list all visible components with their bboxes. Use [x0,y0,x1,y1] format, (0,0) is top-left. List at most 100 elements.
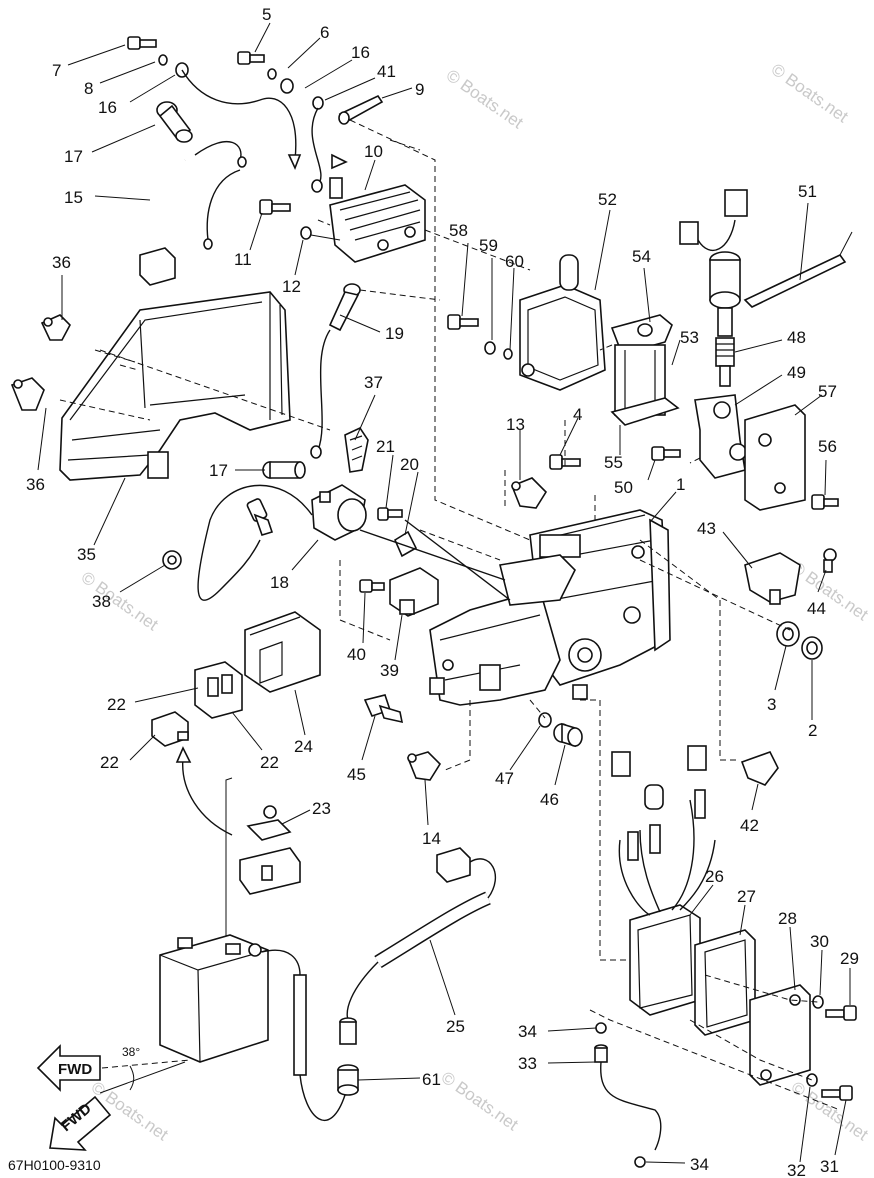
wire-18 [197,484,313,601]
detail-23 [225,777,301,940]
bolt-56 [811,494,839,510]
part-label-53: 53 [680,328,699,347]
cap-15 [139,247,176,286]
watermark: © Boats.net [443,66,527,133]
part-label-45: 45 [347,765,366,784]
part-label-55: 55 [604,453,623,472]
part-label-39: 39 [380,661,399,680]
diagram-code: 67H0100-9310 [8,1157,101,1173]
watermark: © Boats.net [788,1078,872,1145]
part-label-40: 40 [347,645,366,664]
ring [203,238,213,250]
bolt-11 [259,199,291,215]
wire-19 [317,329,331,451]
part-label-61: 61 [422,1070,441,1089]
cable-25-lead [469,858,497,899]
regulator-18 [311,484,367,541]
watermark: © Boats.net [78,568,162,635]
clamp-34-top [595,1022,607,1034]
terminal-ring [311,179,323,193]
cable [359,529,506,581]
part-label-13: 13 [506,415,525,434]
part-label-44: 44 [807,599,826,618]
part-label-52: 52 [598,190,617,209]
angle-arc [129,1065,135,1091]
washer-59 [484,341,496,355]
cap-25 [436,847,471,883]
clip-13 [510,477,548,509]
battery-cable [261,949,301,976]
sleeve [627,831,639,861]
part-label-17: 17 [64,147,83,166]
fwd-arrow-lower: FWD [49,1095,112,1151]
part-label-11: 11 [234,250,252,269]
connector-22 [194,661,243,719]
part-label-46: 46 [540,790,559,809]
part-label-38: 38 [92,592,111,611]
sensor-43 [744,552,801,605]
part-label-24: 24 [294,737,313,756]
clip-20 [393,530,418,558]
ground-wire [181,69,297,161]
part-label-33: 33 [518,1054,537,1073]
coil-cover-52 [519,254,606,391]
part-label-17: 17 [209,461,228,480]
part-label-34: 34 [518,1022,537,1041]
part-label-59: 59 [479,236,498,255]
part-39 [389,567,439,617]
part-label-15: 15 [64,188,83,207]
watermark: © Boats.net [438,1068,522,1135]
part-label-31: 31 [820,1157,839,1176]
part-label-3: 3 [767,695,776,714]
fuse-holder [339,1017,357,1045]
part-label-16: 16 [98,98,117,117]
part-label-30: 30 [810,932,829,951]
part-label-57: 57 [818,382,837,401]
part-label-10: 10 [364,142,383,161]
spark-plug-48 [715,337,735,387]
clip-14 [406,751,442,781]
leader-lines [37,22,851,1164]
part-label-60: 60 [505,252,524,271]
part-label-6: 6 [320,23,329,42]
washer-41 [312,96,324,110]
angle-line [99,1061,186,1094]
tie-tail [839,231,853,256]
sleeve [694,789,706,819]
part-label-35: 35 [77,545,96,564]
part-label-58: 58 [449,221,468,240]
cdi-26 [629,904,701,1016]
washer-16 [280,78,294,94]
part-label-41: 41 [377,62,396,81]
battery-cable [299,1074,346,1121]
arrow-head [175,746,192,763]
dash-lines [59,119,841,1111]
connector-22-small [151,711,189,747]
harness [671,799,695,911]
relay-24 [244,611,321,693]
tie-51 [743,253,847,308]
angle-label: 38° [122,1045,140,1059]
terminal-arrow [287,154,302,171]
tube-33 [594,1044,608,1063]
fitting-17-top [156,101,193,143]
part-37 [344,426,369,473]
watermark: © Boats.net [768,60,852,127]
ring-38 [162,550,182,570]
gasket-27-inner [704,939,748,1028]
harness [639,829,661,913]
washer-9 [338,111,350,125]
part-label-22: 22 [107,695,126,714]
part-label-4: 4 [573,405,582,424]
cable [404,519,511,601]
part-label-36: 36 [26,475,45,494]
part-label-27: 27 [737,887,756,906]
battery [159,934,269,1063]
wire-15b [206,169,241,241]
ring [237,156,247,168]
sleeve [649,824,661,854]
part-label-25: 25 [446,1017,465,1036]
bolt-7 [127,36,157,50]
clip-36-left [10,377,45,411]
bolt-50 [651,446,681,461]
